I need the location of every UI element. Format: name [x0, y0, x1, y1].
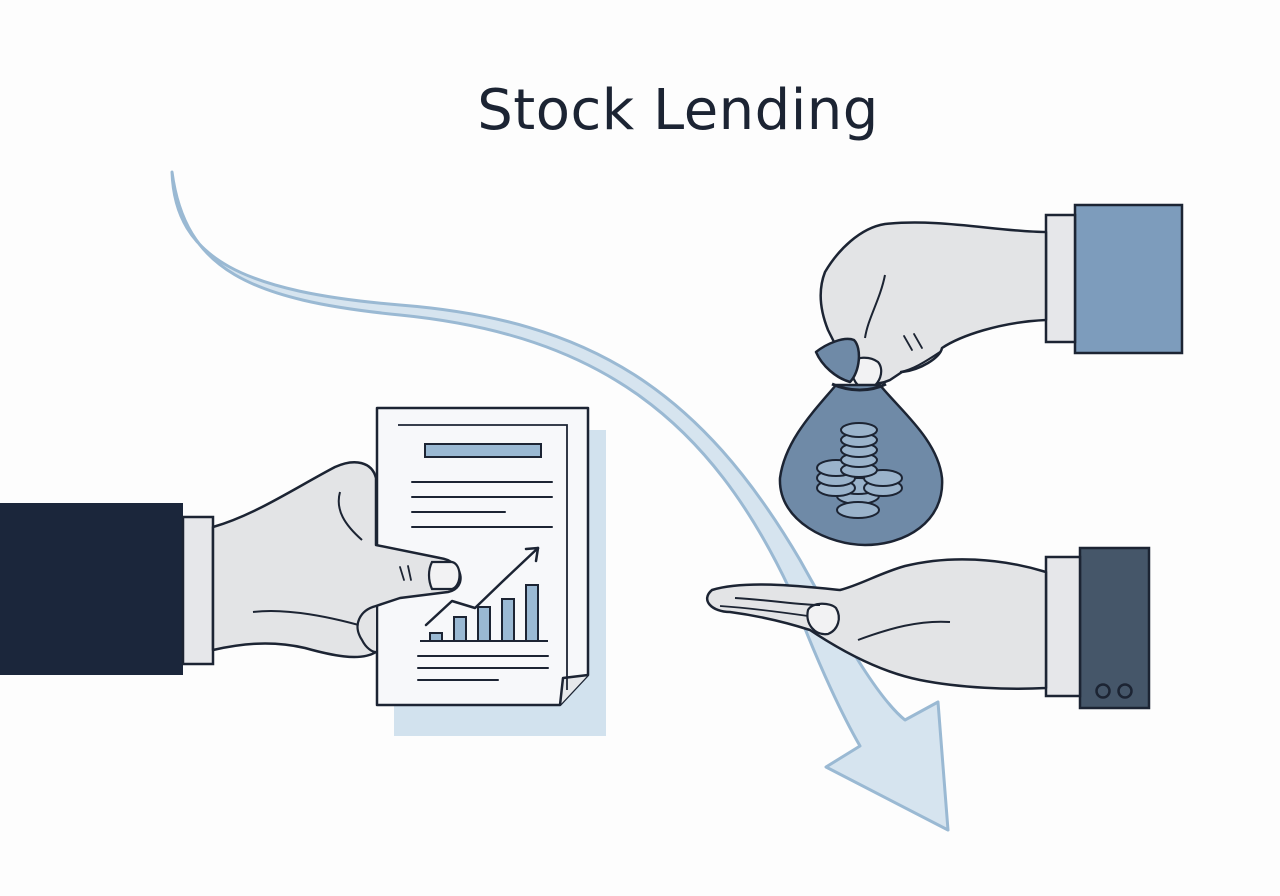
trend-arrow-icon	[424, 546, 540, 627]
document-mini-chart	[429, 584, 539, 642]
chart-bar-4	[501, 598, 515, 642]
chart-bar-2	[453, 616, 467, 642]
top-shirt-cuff	[1044, 213, 1077, 344]
chart-bar-1	[429, 632, 443, 642]
hand-holding-document-icon	[0, 461, 462, 675]
bag-tie	[831, 382, 887, 392]
slate-sleeve	[1078, 546, 1151, 710]
diagram-title: Stock Lending	[477, 78, 879, 143]
bag-knot	[814, 337, 861, 384]
steel-sleeve	[1073, 203, 1184, 355]
money-bag-icon	[778, 337, 944, 547]
top-hand	[819, 221, 1048, 385]
hand-giving-bag-icon	[819, 203, 1184, 391]
document-inner-border	[398, 424, 568, 690]
left-shirt-cuff	[181, 515, 215, 666]
document-heading-bar	[424, 443, 542, 458]
coin-stack-icon	[816, 422, 903, 519]
cufflink-button-2	[1117, 683, 1133, 699]
chart-bar-3	[477, 606, 491, 642]
open-palm-hand-icon	[705, 546, 1151, 710]
navy-sleeve	[0, 503, 183, 675]
stock-certificate-icon	[375, 406, 606, 736]
cufflink-button-1	[1095, 683, 1111, 699]
left-thumb-nail	[427, 560, 461, 591]
bottom-shirt-cuff	[1044, 555, 1082, 698]
bottom-hand	[705, 558, 1048, 690]
bottom-thumb-nail	[806, 602, 840, 636]
chart-bar-5	[525, 584, 539, 642]
curved-arrow-icon	[170, 170, 950, 832]
